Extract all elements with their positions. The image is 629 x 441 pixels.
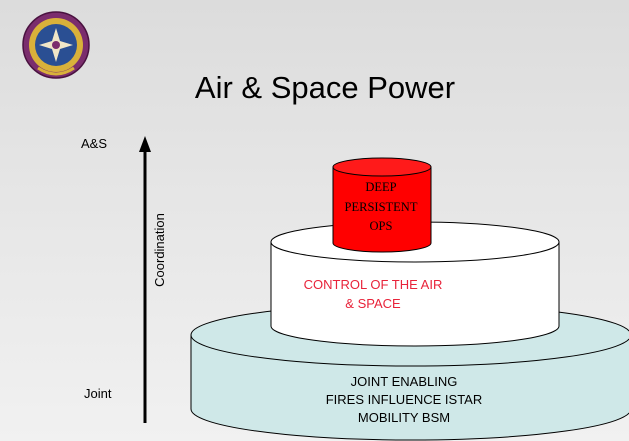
tier-middle-line-1: CONTROL OF THE AIR xyxy=(304,277,443,292)
axis-top-label: A&S xyxy=(81,136,107,151)
tier-base-line-3: MOBILITY BSM xyxy=(358,410,450,425)
axis-vertical-label: Coordination xyxy=(152,213,167,287)
tier-top-cylinder: DEEP PERSISTENT OPS xyxy=(332,157,432,253)
tier-base-line-2: FIRES INFLUENCE ISTAR xyxy=(326,392,483,407)
tier-top-line-3: OPS xyxy=(370,219,393,233)
coordination-axis xyxy=(139,136,151,423)
tier-top-line-2: PERSISTENT xyxy=(345,200,418,214)
slide-title: Air & Space Power xyxy=(195,70,455,105)
seal-logo xyxy=(22,11,90,79)
axis-bottom-label: Joint xyxy=(84,386,112,401)
tier-base-line-1: JOINT ENABLING xyxy=(351,374,458,389)
axis-arrowhead xyxy=(139,136,151,152)
tier-top-line-1: DEEP xyxy=(365,180,396,194)
tier-middle-line-2: & SPACE xyxy=(345,296,401,311)
